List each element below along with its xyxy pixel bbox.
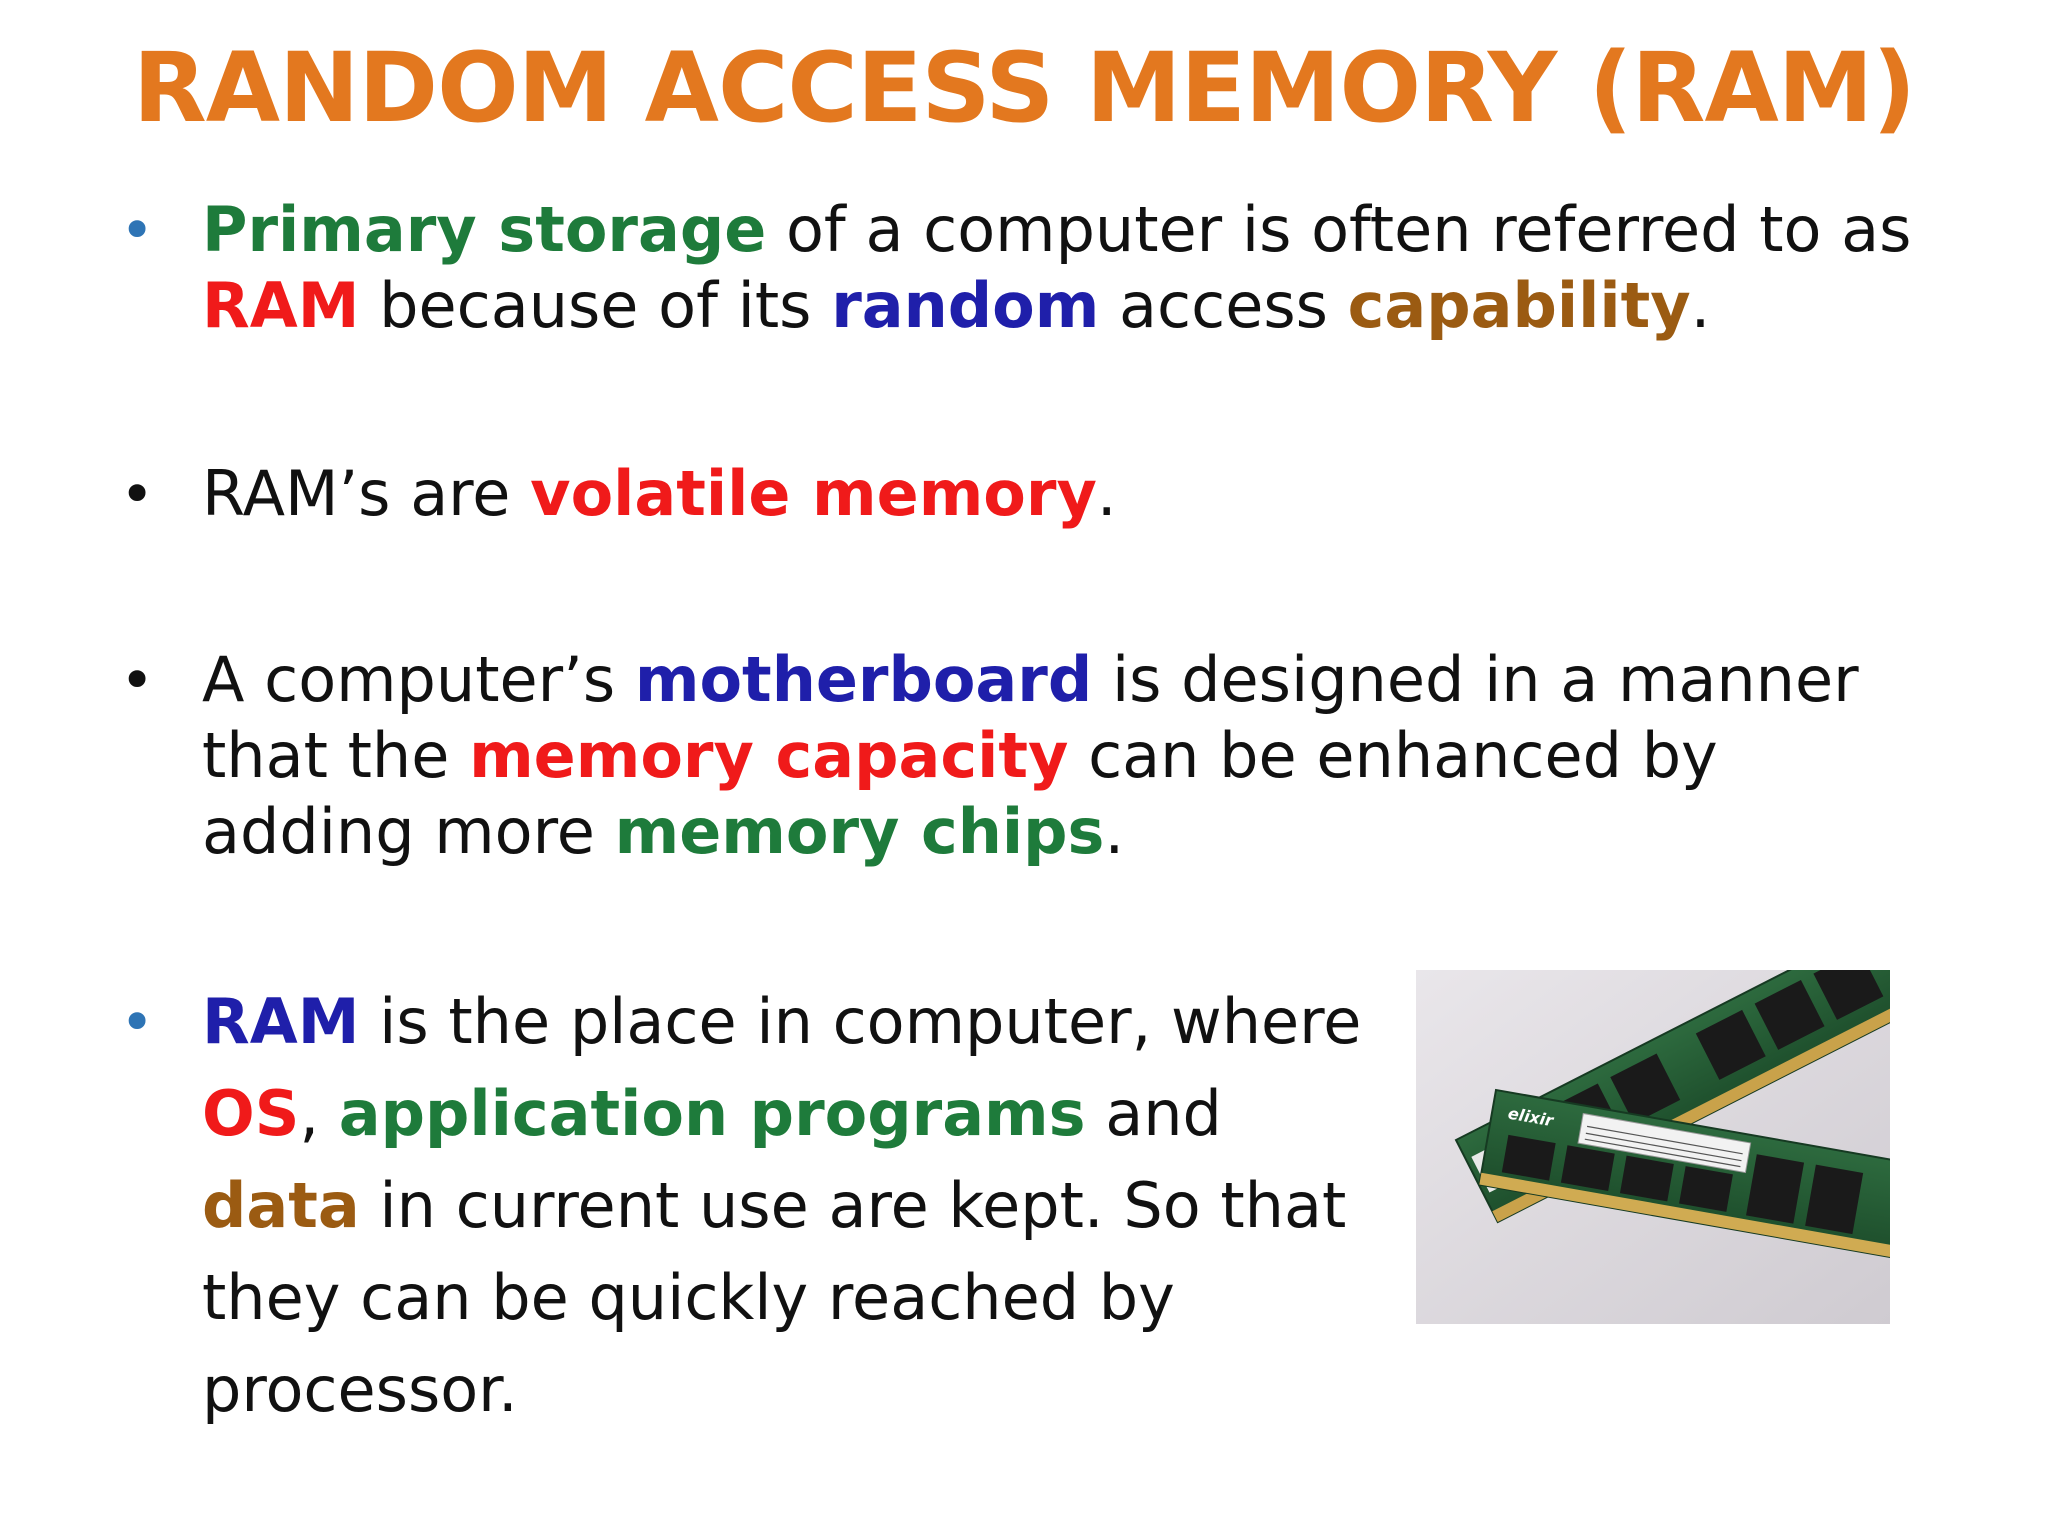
- term-memory-capacity: memory capacity: [469, 719, 1069, 792]
- term-primary-storage: Primary storage: [202, 193, 767, 266]
- bullet-text: A computer’s motherboard is designed in …: [202, 642, 1950, 870]
- bullet-marker: •: [120, 196, 155, 264]
- text-segment: A computer’s: [202, 643, 635, 716]
- bullet-text: RAM is the place in computer, where OS, …: [202, 976, 1380, 1436]
- bullet-marker: •: [120, 646, 155, 714]
- text-segment: .: [1690, 269, 1711, 342]
- bullet-text: RAM’s are volatile memory.: [202, 456, 1950, 532]
- text-segment: ,: [299, 1077, 339, 1150]
- text-segment: is designed in a manner that the: [202, 643, 1859, 792]
- text-segment: .: [1096, 457, 1117, 530]
- term-os: OS: [202, 1077, 300, 1150]
- text-segment: because of its: [359, 269, 832, 342]
- ram-modules-photo-icon: elixir: [1416, 970, 1890, 1324]
- bullet-text: Primary storage of a computer is often r…: [202, 192, 1950, 344]
- text-segment: of a computer is often referred to as: [766, 193, 1912, 266]
- text-segment: in current use are kept. So that they ca…: [202, 1169, 1347, 1426]
- slide-title: RANDOM ACCESS MEMORY (RAM): [132, 32, 1916, 144]
- text-segment: is the place in computer, where: [359, 985, 1362, 1058]
- bullet-marker: •: [120, 460, 155, 528]
- text-segment: RAM’s are: [202, 457, 531, 530]
- bullet-item-2: • RAM’s are volatile memory.: [120, 456, 1950, 532]
- bullet-item-4: • RAM is the place in computer, where OS…: [120, 976, 1380, 1436]
- term-ram: RAM: [202, 269, 360, 342]
- bullet-item-3: • A computer’s motherboard is designed i…: [120, 642, 1950, 870]
- term-volatile-memory: volatile memory: [530, 457, 1097, 530]
- text-segment: can be enhanced by adding more: [202, 719, 1718, 868]
- text-segment: and: [1085, 1077, 1222, 1150]
- text-segment: .: [1104, 795, 1125, 868]
- text-segment: access: [1099, 269, 1348, 342]
- term-capability: capability: [1347, 269, 1691, 342]
- term-motherboard: motherboard: [634, 643, 1093, 716]
- term-random: random: [831, 269, 1100, 342]
- term-application-programs: application programs: [338, 1077, 1086, 1150]
- bullet-marker: •: [120, 988, 155, 1056]
- term-memory-chips: memory chips: [614, 795, 1105, 868]
- term-data: data: [202, 1169, 360, 1242]
- term-ram: RAM: [202, 985, 360, 1058]
- bullet-item-1: • Primary storage of a computer is often…: [120, 192, 1950, 344]
